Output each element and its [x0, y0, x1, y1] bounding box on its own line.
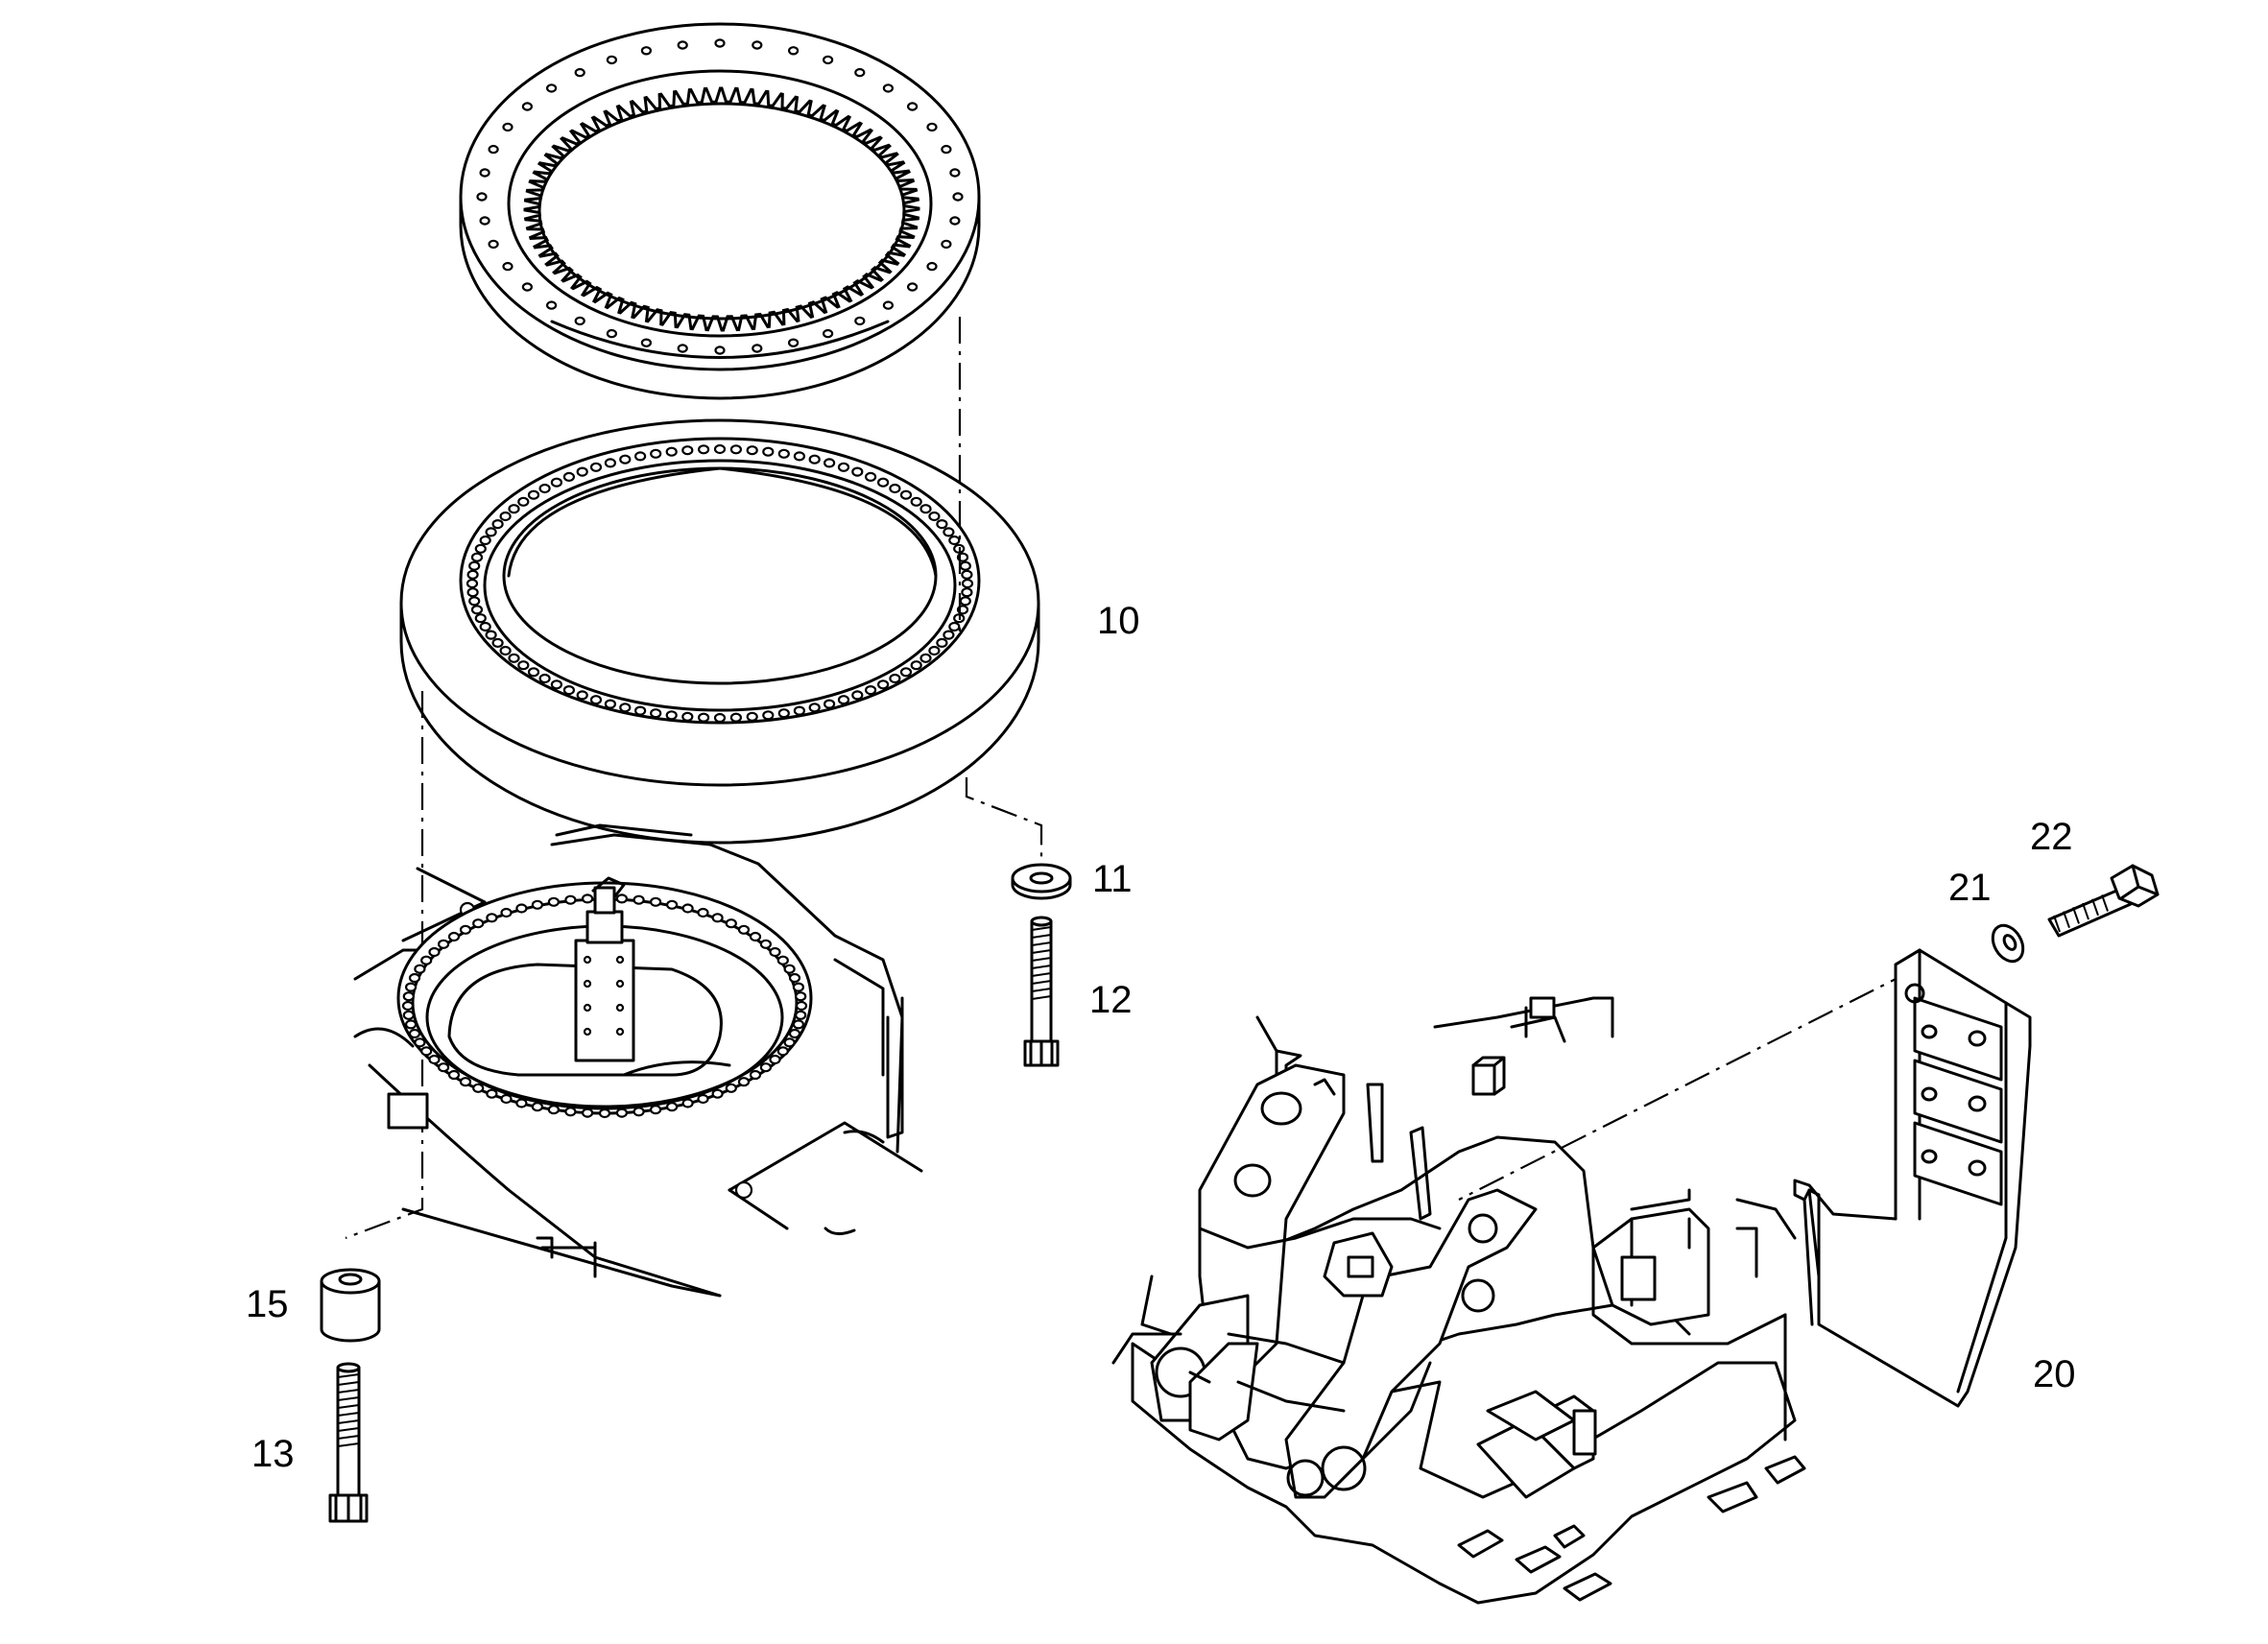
- part-label-13: 13: [251, 1433, 295, 1475]
- part-15-spacer: [320, 1268, 381, 1343]
- part-22-bolt: [2047, 864, 2160, 938]
- undercarriage-frame: [1111, 996, 1806, 1605]
- assembly-center-lines: [345, 317, 1916, 1240]
- swing-bearing-ring: [459, 22, 981, 400]
- part-label-21: 21: [1948, 867, 1992, 909]
- part-label-12: 12: [1089, 979, 1133, 1021]
- upper-frame-swing-assembly: [353, 823, 923, 1298]
- part-21-washer: [1991, 923, 2025, 964]
- part-label-10: 10: [1097, 600, 1140, 642]
- part-label-20: 20: [2033, 1353, 2076, 1395]
- part-12-bolt: [1023, 916, 1060, 1067]
- part-label-11: 11: [1092, 858, 1133, 900]
- part-13-bolt: [328, 1362, 369, 1523]
- part-label-22: 22: [2030, 816, 2073, 858]
- part-label-15: 15: [246, 1283, 289, 1325]
- part-11-washer: [1011, 863, 1072, 900]
- mounting-plate-ring: [399, 418, 1040, 845]
- part-20-guard-plate: [1793, 948, 2032, 1408]
